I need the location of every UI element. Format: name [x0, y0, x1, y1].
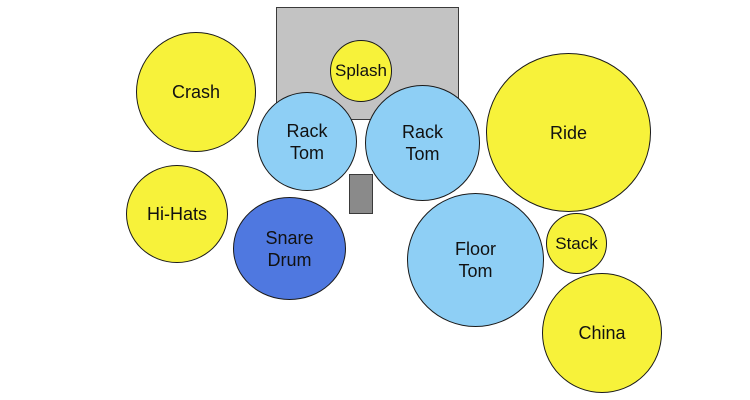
- china-label: China: [578, 323, 626, 343]
- rack-tom-right: Rack Tom: [365, 85, 480, 201]
- stack-label: Stack: [555, 233, 598, 253]
- snare-drum-label: Snare Drum: [265, 227, 314, 270]
- snare-stand-block: [349, 174, 373, 214]
- floor-tom-label: Floor Tom: [454, 239, 496, 281]
- rack-tom-left: Rack Tom: [257, 92, 357, 191]
- hi-hats-cymbal: Hi-Hats: [126, 165, 228, 263]
- hi-hats-label: Hi-Hats: [146, 204, 207, 224]
- crash-cymbal: Crash: [136, 32, 256, 152]
- splash-label: Splash: [335, 61, 387, 80]
- rack-tom-right-label: Rack Tom: [401, 122, 443, 164]
- snare-drum: Snare Drum: [233, 197, 346, 300]
- splash-cymbal: Splash: [330, 40, 392, 102]
- crash-label: Crash: [171, 82, 220, 102]
- rack-tom-left-label: Rack Tom: [286, 120, 328, 163]
- stack-cymbal: Stack: [546, 213, 607, 274]
- ride-label: Ride: [549, 122, 588, 143]
- floor-tom: Floor Tom: [407, 193, 544, 327]
- ride-cymbal: Ride: [486, 53, 651, 212]
- china-cymbal: China: [542, 273, 662, 393]
